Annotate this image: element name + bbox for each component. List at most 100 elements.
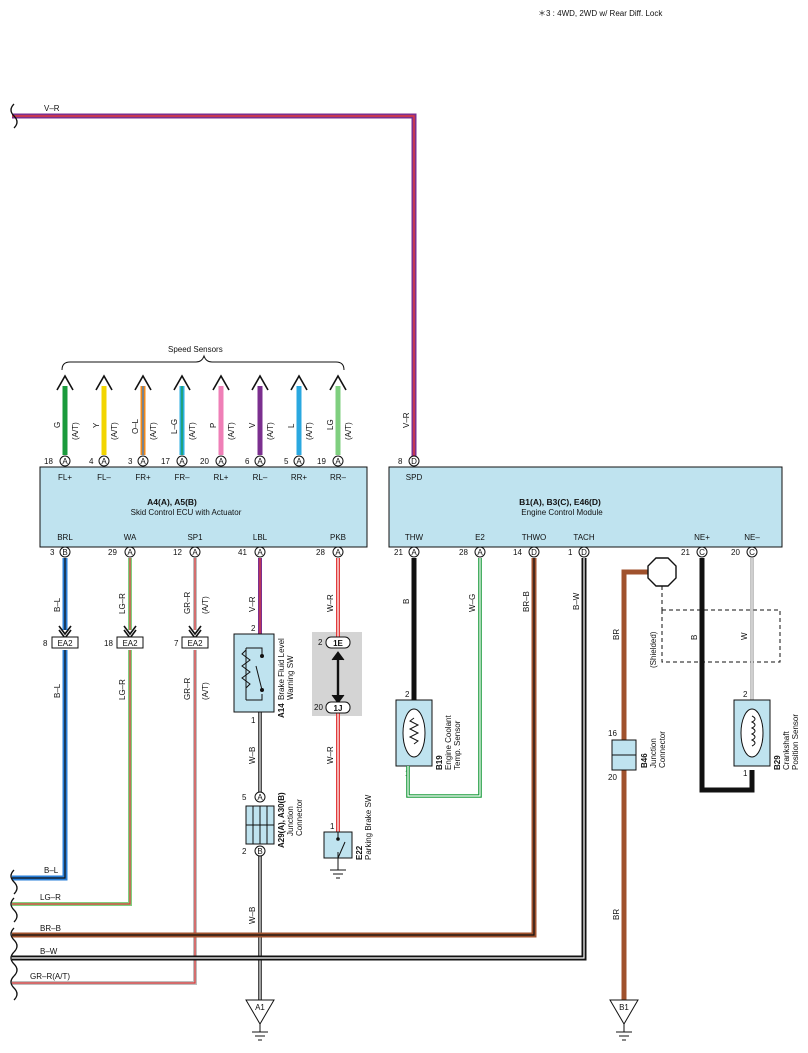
svg-text:NE–: NE– [744,533,760,542]
svg-text:V–R: V–R [248,596,257,612]
wire-lg-r [12,558,137,906]
svg-text:RR+: RR+ [291,473,308,482]
svg-text:BR–B: BR–B [40,924,61,933]
svg-text:1: 1 [251,716,256,725]
svg-text:RL–: RL– [253,473,268,482]
svg-text:EA2: EA2 [57,639,73,648]
speed-sensors-brace [61,354,345,371]
svg-text:E2: E2 [475,533,485,542]
svg-text:5: 5 [284,457,289,466]
svg-text:W–R: W–R [326,594,335,612]
wire-label: (A/T) [266,422,275,440]
ground-a1 [245,999,275,1041]
svg-text:B: B [257,847,262,856]
svg-text:D: D [531,548,537,557]
svg-text:B–W: B–W [40,947,58,956]
svg-text:1E: 1E [333,639,343,648]
wire-label: Y [92,422,101,428]
svg-text:FL–: FL– [97,473,111,482]
svg-text:THWO: THWO [522,533,546,542]
ea2-connector [181,636,209,649]
b29-code: B29 [773,755,782,770]
wire-label: (A/T) [110,422,119,440]
svg-text:Brake Fluid Level: Brake Fluid Level [277,638,286,700]
svg-text:(Shielded): (Shielded) [649,631,658,668]
svg-text:W–R: W–R [326,746,335,764]
ground-b1 [609,999,639,1041]
svg-text:A: A [101,457,107,466]
svg-text:8: 8 [398,457,403,466]
svg-text:BRL: BRL [57,533,73,542]
svg-text:A: A [62,457,68,466]
svg-text:14: 14 [513,548,522,557]
svg-text:A: A [335,548,341,557]
svg-text:28: 28 [316,548,325,557]
svg-text:2: 2 [242,847,247,856]
shield-ground-octagon [647,557,677,587]
parking-brake-switch [323,831,353,879]
svg-text:17: 17 [161,457,170,466]
svg-text:21: 21 [681,548,690,557]
svg-text:28: 28 [459,548,468,557]
svg-text:2: 2 [251,624,256,633]
brake-fluid-level-switch [233,633,275,713]
jb-connector-1e [325,636,351,649]
svg-text:20: 20 [314,703,323,712]
svg-text:BR: BR [612,629,621,640]
wire-e2 [406,558,482,798]
svg-text:RL+: RL+ [214,473,229,482]
svg-text:A: A [477,548,483,557]
svg-text:THW: THW [405,533,424,542]
svg-text:B–L: B–L [53,683,62,698]
ecm-name: Engine Control Module [521,508,603,517]
svg-text:B–L: B–L [44,866,59,875]
svg-text:A: A [192,548,198,557]
ea2-connector [116,636,144,649]
svg-text:4: 4 [89,457,94,466]
svg-text:18: 18 [44,457,53,466]
svg-text:A1: A1 [255,1003,265,1012]
ecm-code: B1(A), B3(C), E46(D) [519,497,601,507]
wire-label: (A/T) [227,422,236,440]
svg-text:A: A [179,457,185,466]
svg-text:LG–R: LG–R [118,679,127,700]
svg-text:Junction: Junction [649,738,658,768]
svg-text:W–G: W–G [468,594,477,612]
svg-text:GR–R: GR–R [183,592,192,614]
svg-text:Engine Coolant: Engine Coolant [444,715,453,770]
svg-text:A: A [140,457,146,466]
left-wire-breaks [10,869,18,1001]
b19-code: B19 [435,755,444,770]
svg-text:D: D [581,548,587,557]
svg-text:A: A [335,457,341,466]
svg-text:A: A [257,793,263,802]
svg-text:2: 2 [405,690,410,699]
svg-text:B–W: B–W [572,592,581,610]
svg-text:B: B [62,548,67,557]
skid-control-ecu-box [39,466,368,548]
svg-text:Connector: Connector [295,799,304,836]
speed-sensor-wire-labels: G (A/T) Y (A/T) O–L (A/T) L–G (A/T) P (A… [53,418,353,440]
svg-text:LBL: LBL [253,533,268,542]
svg-text:1: 1 [568,548,573,557]
svg-text:LG–R: LG–R [40,893,61,902]
svg-text:3: 3 [50,548,55,557]
wire-label: (A/T) [71,422,80,440]
svg-text:LG–R: LG–R [118,593,127,614]
e22-code: E22 [355,845,364,860]
svg-text:Temp. Sensor: Temp. Sensor [453,720,462,770]
svg-text:29: 29 [108,548,117,557]
wire-gr-r [12,558,202,985]
svg-text:D: D [411,457,417,466]
svg-text:2: 2 [318,638,323,647]
svg-text:A: A [411,548,417,557]
svg-text:W: W [740,632,749,640]
svg-text:1: 1 [330,822,335,831]
footnote: ＊3 : 4WD, 2WD w/ Rear Diff. Lock [538,9,663,18]
svg-text:FL+: FL+ [58,473,72,482]
wire-label: P [209,423,218,428]
svg-text:A: A [257,457,263,466]
svg-text:BR–B: BR–B [522,591,531,612]
crankshaft-position-sensor [733,699,771,767]
svg-text:21: 21 [394,548,403,557]
